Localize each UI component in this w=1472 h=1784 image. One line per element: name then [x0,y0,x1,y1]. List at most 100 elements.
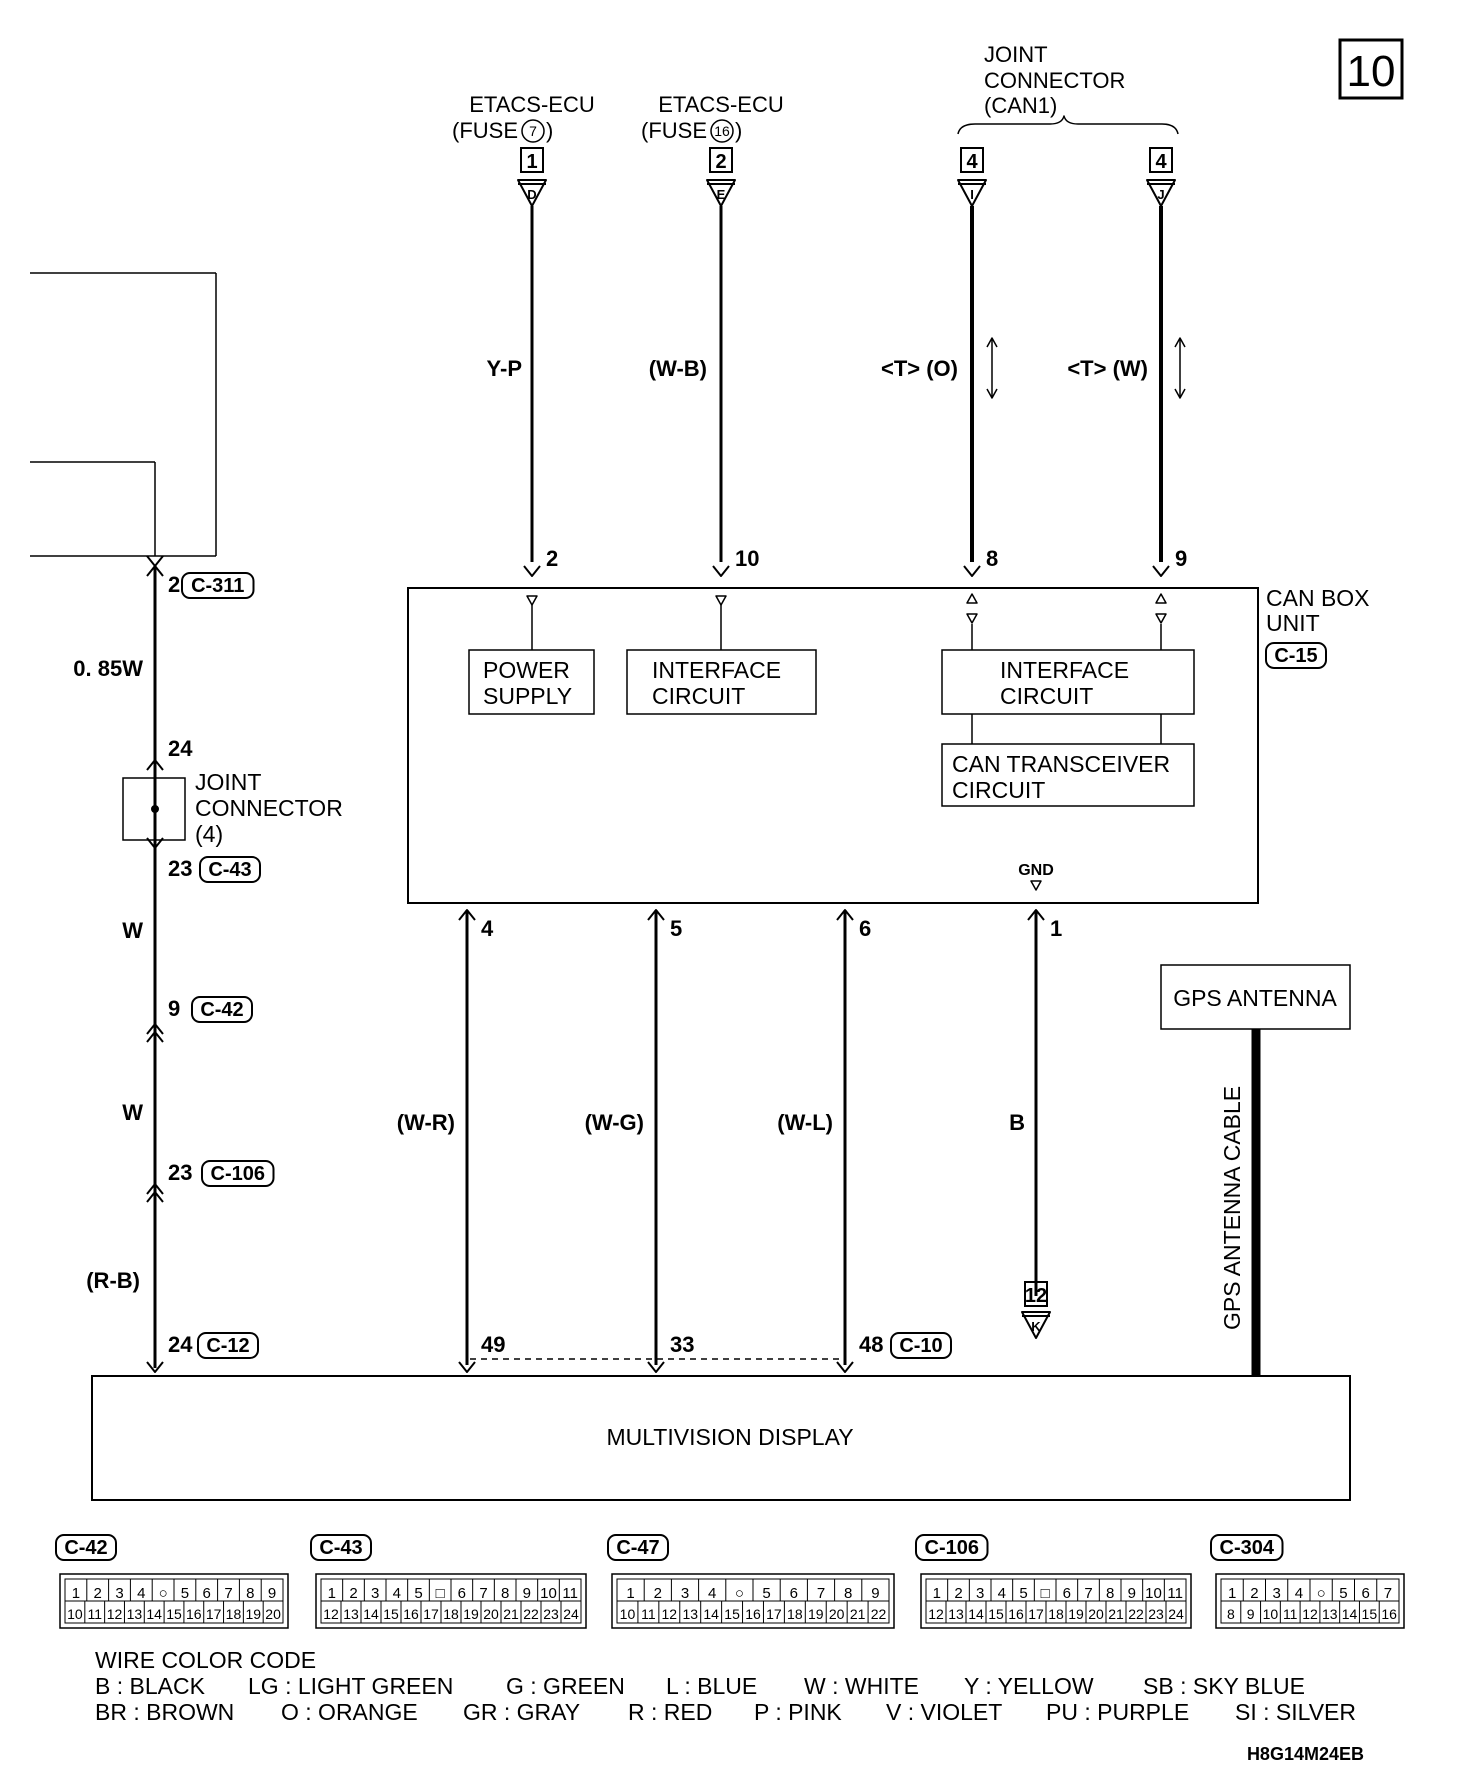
ground-connector-number-box [1024,1281,1048,1307]
connector-pin-bottom: 15 [166,1606,182,1622]
connector-pin-bottom: 14 [1342,1606,1358,1622]
interface-circuit-1-line1: INTERFACE [652,657,781,683]
connector-pin-top: 1 [933,1585,941,1602]
connector-pin-top: 1 [328,1585,336,1602]
connector-pin-top: 8 [246,1585,254,1602]
connector-diagram-outer-4 [920,1573,1192,1629]
connector-pin-top: 11 [562,1585,578,1602]
connector-pin-bottom: 11 [1283,1606,1298,1622]
connector-pin-top: 7 [479,1585,487,1602]
bottom-wire-pin-top-3: 6 [859,916,871,941]
connector-pin-bottom: 22 [1128,1606,1144,1622]
connector-c-311: C-311 [191,575,244,597]
wire-color-code-row1-item: SB : SKY BLUE [1143,1673,1305,1699]
top-connector-terminal-1-triangle [517,179,547,207]
can-box-connector-frame [1265,642,1327,669]
connector-pin-top: 3 [115,1585,123,1602]
connector-pin-bottom: 11 [641,1606,656,1622]
connector-pin-top: 7 [1084,1585,1092,1602]
connector-pin-top: 2 [1250,1585,1258,1602]
bottom-wire-pin-top-4: 1 [1050,916,1062,941]
connector-c-12-frame [197,1332,259,1359]
wire-color-w-1: W [122,918,143,943]
connector-diagram-outer-3 [611,1573,895,1629]
c106-chevron-a [146,1183,164,1195]
connector-diagram-label-c-106: C-106 [925,1537,979,1559]
gnd-mark [1030,880,1042,891]
wire-color-code-row2-item: SI : SILVER [1235,1699,1356,1725]
fuse-label-1: (FUSE [452,118,518,143]
connector-pin-bottom: 10 [67,1606,83,1622]
connector-pin-bottom: 16 [186,1606,202,1622]
connector-pin-bottom: 17 [206,1606,222,1622]
connector-c-10-frame [890,1332,952,1359]
can-transceiver-box [941,743,1195,807]
connector-pin-bottom: 21 [850,1606,866,1622]
connector-pin-bottom: 17 [1028,1606,1044,1622]
connector-pin-bottom: 10 [620,1606,636,1622]
top-connector-terminal-4-triangle [1146,179,1176,207]
top-connector-number-4-box [1149,147,1173,173]
joint-can-line2: CONNECTOR [984,68,1125,93]
connector-pin-bottom: 12 [107,1606,123,1622]
top-connector-number-2-box [709,147,733,173]
connector-pin-top: 9 [268,1585,276,1602]
connector-c-106-inline: C-106 [211,1163,265,1185]
connector-diagram-label-c-42: C-42 [64,1537,107,1559]
connector-pin-top: 6 [203,1585,211,1602]
connector-pin-top: 7 [817,1585,825,1602]
top-connector-number-1-box [520,147,544,173]
fuse-label-2: (FUSE [641,118,707,143]
can-box-label-line2: UNIT [1266,610,1320,636]
multivision-display-box [91,1375,1351,1501]
connector-pin-top: 6 [790,1585,798,1602]
gnd-label: GND [1018,862,1054,879]
can-box-label-line1: CAN BOX [1266,585,1370,611]
c311-end-upper [146,555,164,567]
connector-pin-top: 4 [998,1585,1006,1602]
pin-c311: 2 [168,572,180,597]
ground-connector-number: 12 [1025,1285,1047,1307]
power-supply-line2: SUPPLY [483,683,572,709]
connector-c-106-inline-frame [201,1160,275,1187]
can-direction-down-2 [1174,388,1186,399]
connector-pin-bottom: 9 [1247,1606,1255,1622]
connector-pin-top: 3 [371,1585,379,1602]
joint-connector-4-node [151,805,159,813]
connector-pin-bottom: 16 [403,1606,419,1622]
top-wire-end-3 [963,565,981,577]
pin-c43: 23 [168,856,192,881]
connector-pin-top: 4 [708,1585,716,1602]
connector-pin-top: 11 [1167,1585,1183,1602]
connector-pin-top: 2 [654,1585,662,1602]
top-connector-number-3-box [960,147,984,173]
connector-pin-top: 8 [501,1585,509,1602]
connector-pin-bottom: 19 [463,1606,479,1622]
connector-pin-top: 9 [523,1585,531,1602]
gps-antenna-label: GPS ANTENNA [1173,985,1337,1011]
terminal-10-mark [715,595,727,606]
connector-pin-top: 7 [1384,1585,1392,1602]
joint-connector-4-line2: CONNECTOR [195,795,343,821]
terminal-can-up-2 [1155,593,1167,604]
connector-pin-bottom: 22 [871,1606,887,1622]
connector-pin-bottom: 24 [1168,1606,1184,1622]
ground-connector-terminal: K [1031,1319,1041,1334]
wire-color-code-row1-item: W : WHITE [804,1673,919,1699]
connector-pin-bottom: 16 [745,1606,761,1622]
connector-pin-bottom: 18 [443,1606,459,1622]
connector-pin-top: 5 [762,1585,770,1602]
joint-can-line3: (CAN1) [984,93,1057,118]
etacs-ecu-label-2: ETACS-ECU [658,92,784,117]
wire-color-t-o: <T> (O) [881,356,958,381]
connector-pin-top: 5 [1019,1585,1027,1602]
c12-end [146,1361,164,1373]
wire-color-code-row2-item: V : VIOLET [886,1699,1002,1725]
wire-color-code-row2-item: R : RED [628,1699,712,1725]
connector-pin-top: 4 [393,1585,401,1602]
diagram-code: H8G14M24EB [1247,1744,1364,1764]
top-connector-number-1: 1 [526,151,537,173]
connector-pin-bottom: 19 [245,1606,261,1622]
connector-diagram-label-c-47-frame [607,1534,669,1561]
page-number-box [1338,38,1404,100]
